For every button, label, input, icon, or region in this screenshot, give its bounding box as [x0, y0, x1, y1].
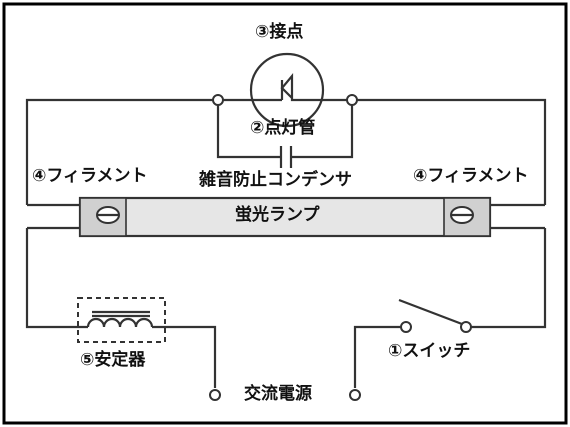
- wire-switch-to-source: [353, 325, 401, 388]
- ballast-coil: [86, 317, 154, 328]
- ballast-label: ⑤安定器: [80, 350, 146, 370]
- ac-power-label: 交流電源: [244, 384, 312, 404]
- starter-terminal-left: [212, 94, 224, 106]
- ac-terminal-right: [349, 389, 361, 401]
- starter-terminal-right: [346, 94, 358, 106]
- switch-terminal-left: [400, 321, 412, 333]
- wire-capacitor-right: [292, 100, 354, 159]
- wire-ballast-to-source: [152, 325, 217, 388]
- fluorescent-lamp-label: 蛍光ランプ: [235, 205, 320, 225]
- glow-starter-label: ②点灯管: [250, 118, 316, 138]
- glow-starter-bulb: [249, 52, 325, 128]
- switch-lever: [398, 298, 463, 326]
- wire-top-right: [352, 98, 547, 205]
- starter-electrode-bimetal: [280, 72, 322, 102]
- filament-right-label: ④フィラメント: [413, 166, 529, 186]
- wire-ballast-left: [25, 228, 88, 329]
- switch-label: ①スイッチ: [388, 341, 471, 361]
- wire-switch-right: [471, 228, 547, 329]
- contact-label: ③接点: [255, 22, 304, 42]
- ballast-box: [77, 297, 166, 343]
- ac-terminal-left: [209, 389, 221, 401]
- switch-terminal-right: [460, 321, 472, 333]
- filament-left-label: ④フィラメント: [32, 166, 148, 186]
- fluorescent-tube: [78, 196, 492, 238]
- wire-top-left: [25, 98, 218, 205]
- noise-capacitor-label: 雑音防止コンデンサ: [199, 170, 352, 190]
- wire-capacitor-left: [216, 100, 280, 159]
